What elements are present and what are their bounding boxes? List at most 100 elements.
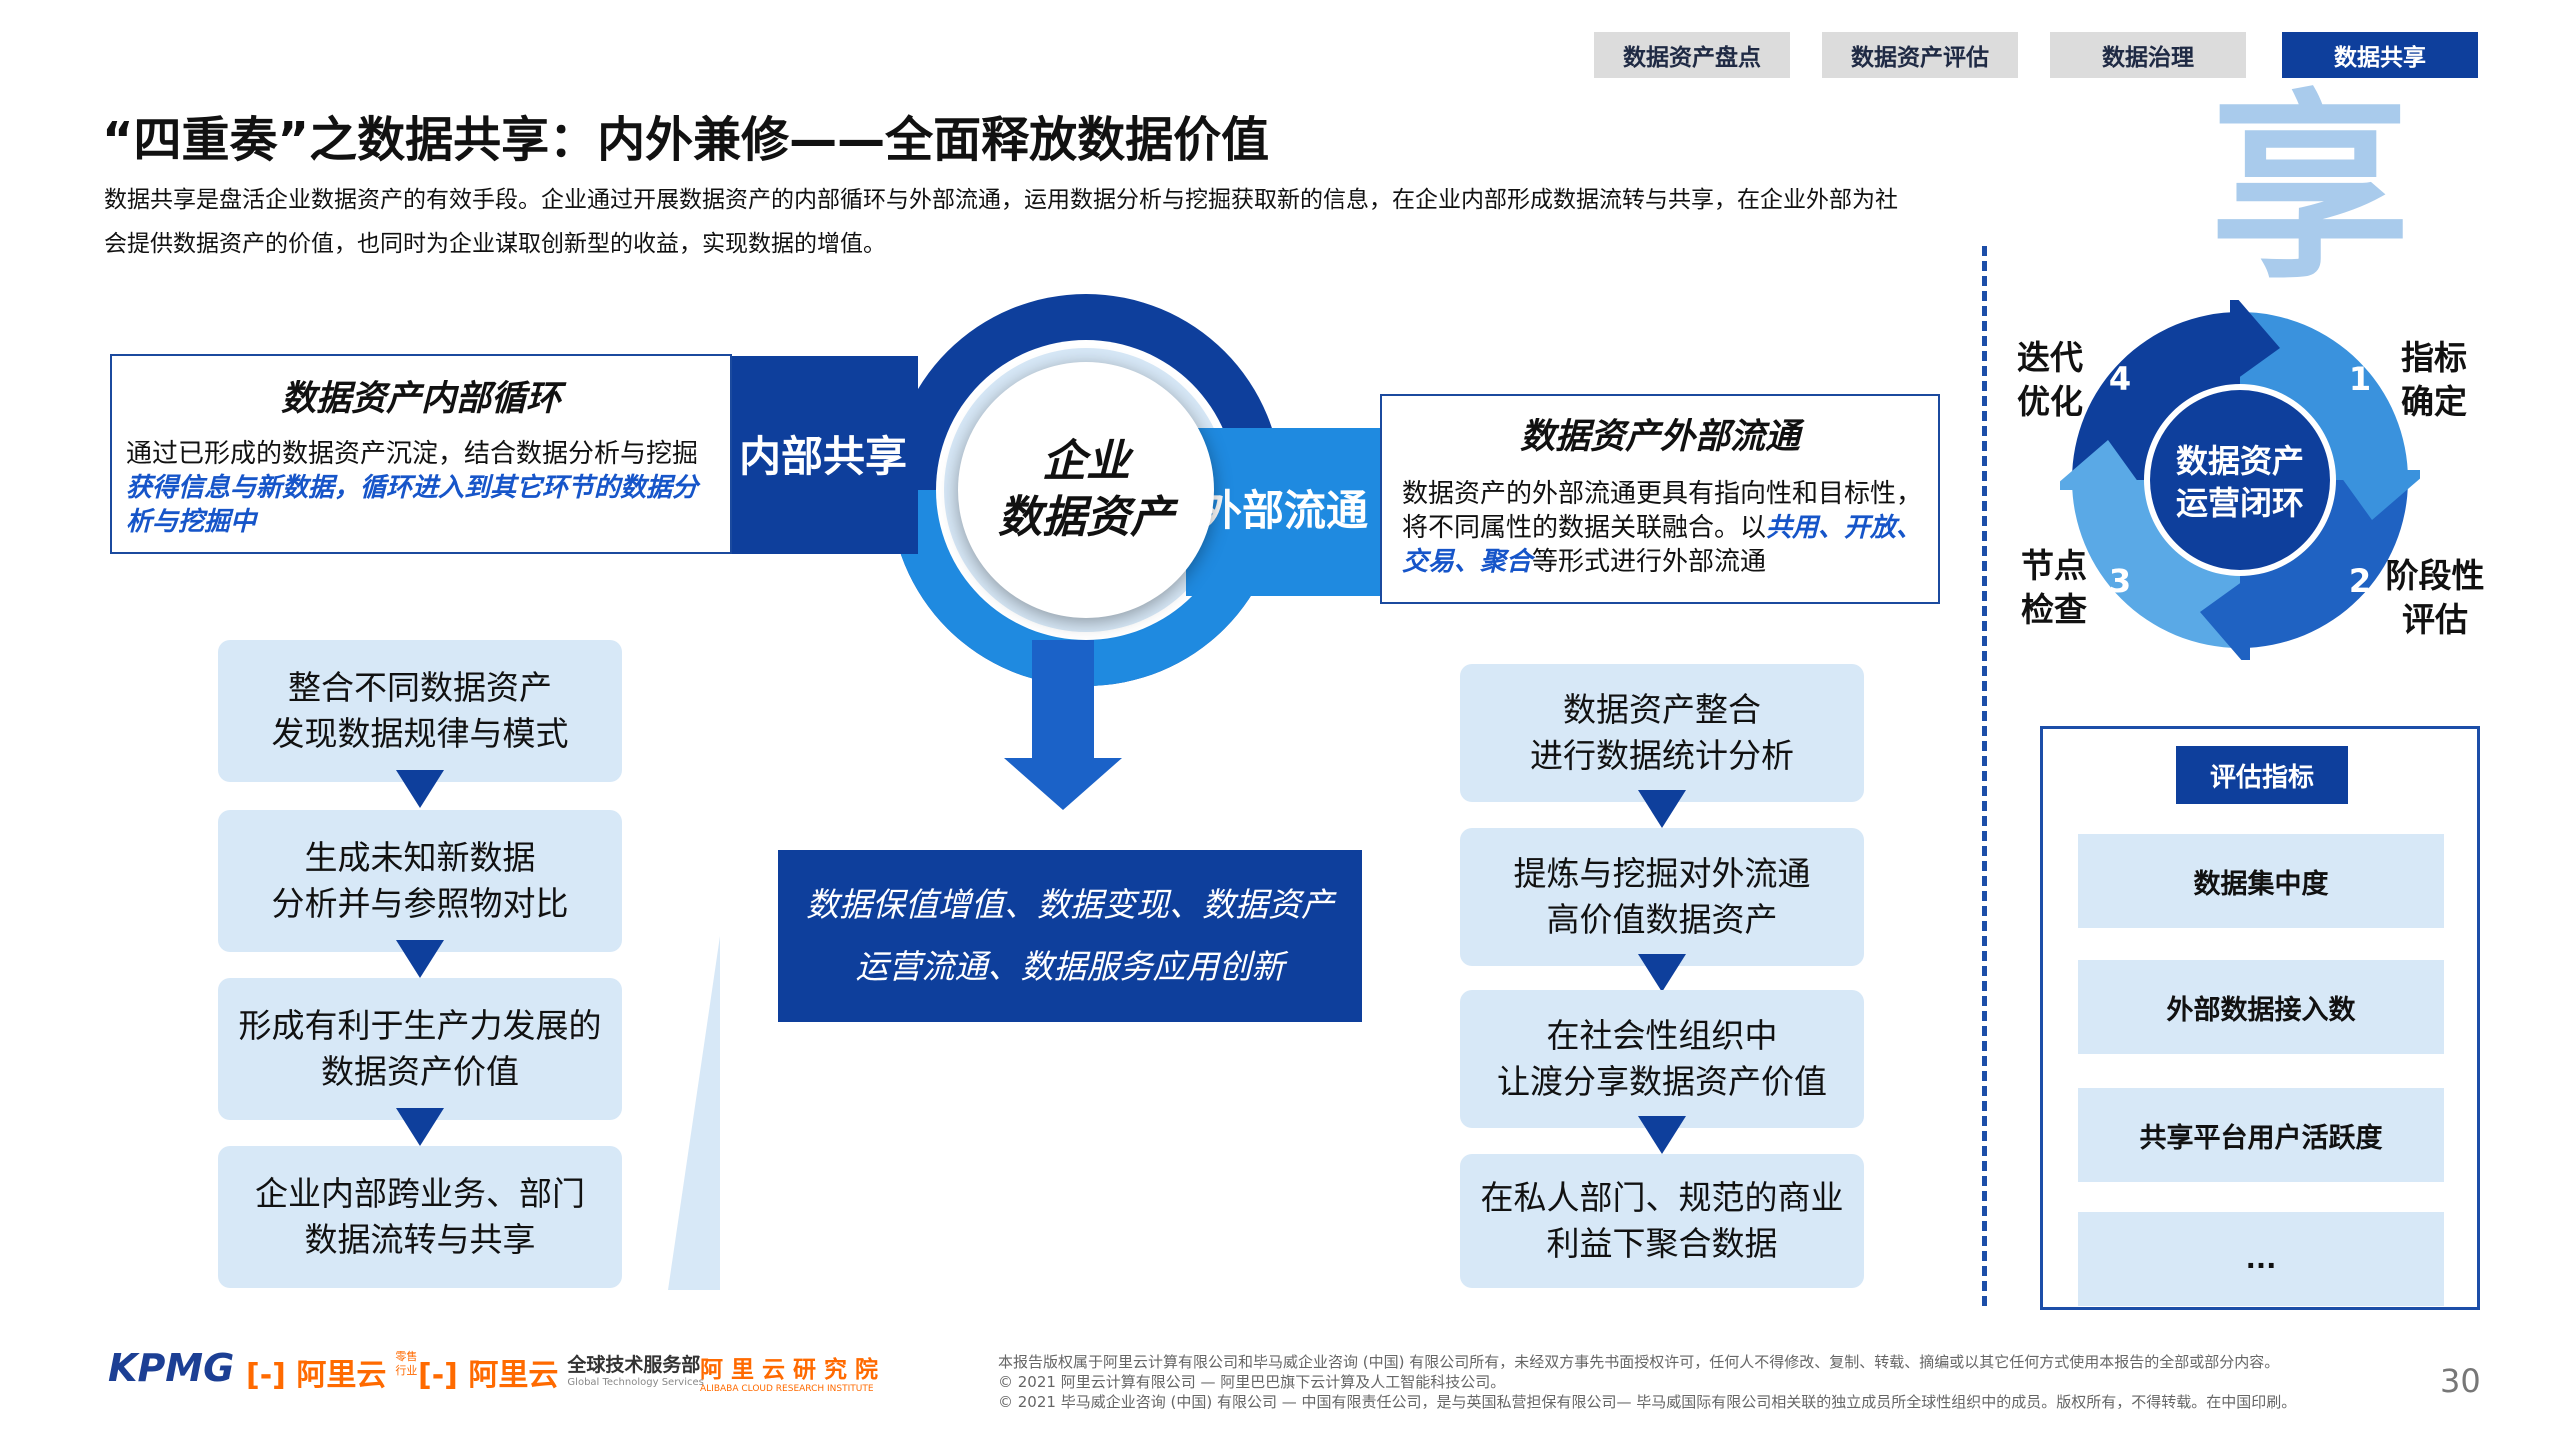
aliyun-research-logo-en: ALIBABA CLOUD RESEARCH INSTITUTE — [700, 1384, 874, 1394]
evaluation-item-3: 共享平台用户活跃度 — [2078, 1088, 2444, 1182]
cycle-label-4: 迭代 优化 — [2002, 336, 2098, 424]
cycle-number-4: 4 — [2109, 360, 2131, 398]
left-step-1-line-1: 整合不同数据资产 — [288, 668, 552, 707]
cycle-label-1: 指标 确定 — [2386, 336, 2482, 424]
outcome-box: 数据保值增值、数据变现、数据资产 运营流通、数据服务应用创新 — [778, 850, 1362, 1022]
left-step-4-line-2: 数据流转与共享 — [304, 1220, 536, 1259]
cycle-label-4-line-2: 优化 — [2017, 382, 2083, 421]
external-box-text: 数据资产的外部流通更具有指向性和目标性，将不同属性的数据关联融合。以共用、开放、… — [1382, 459, 1938, 579]
aliyun-retail-logo: [-] 阿里云 零售行业 — [246, 1350, 417, 1394]
right-arrow-1 — [1638, 790, 1686, 828]
down-arrow-head — [1004, 758, 1122, 810]
left-step-4: 企业内部跨业务、部门 数据流转与共享 — [218, 1146, 622, 1288]
tab-data-asset-inventory[interactable]: 数据资产盘点 — [1594, 32, 1790, 78]
center-line-1: 企业 — [1042, 436, 1130, 487]
external-text-tail: 等形式进行外部流通 — [1532, 547, 1767, 577]
internal-box-title: 数据资产内部循环 — [280, 379, 561, 419]
aliyun-gts-logo: [-] 阿里云 全球技术服务部 Global Technology Servic… — [418, 1350, 704, 1394]
intro-paragraph: 数据共享是盘活企业数据资产的有效手段。企业通过开展数据资产的内部循环与外部流通，… — [104, 187, 1898, 257]
left-bracket — [668, 936, 720, 1290]
external-band — [1186, 428, 1382, 596]
cycle-segment-4 — [2072, 312, 2240, 480]
external-circulation-label: 外部流通 — [1199, 485, 1368, 535]
tab-data-asset-evaluation[interactable]: 数据资产评估 — [1822, 32, 2018, 78]
left-step-4-line-1: 企业内部跨业务、部门 — [255, 1174, 585, 1213]
cycle-label-1-line-1: 指标 — [2401, 338, 2467, 377]
vertical-divider — [1982, 246, 1987, 1306]
left-arrow-2 — [396, 940, 444, 978]
cycle-arrow-tip-3 — [2060, 440, 2144, 490]
cycle-number-2: 2 — [2349, 562, 2371, 600]
right-step-3-line-2: 让渡分享数据资产价值 — [1497, 1062, 1827, 1101]
cycle-label-3-line-2: 检查 — [2021, 590, 2087, 629]
cycle-arrow-tip-2 — [2200, 576, 2250, 660]
aliyun-retail-logo-text: [-] 阿里云 — [246, 1358, 387, 1393]
right-step-4-line-1: 在私人部门、规范的商业 — [1480, 1178, 1844, 1217]
external-box-title: 数据资产外部流通 — [1519, 417, 1800, 457]
center-line-2: 数据资产 — [998, 492, 1174, 543]
cycle-label-3-line-1: 节点 — [2021, 546, 2087, 585]
cycle-center — [2150, 390, 2330, 570]
internal-band — [728, 356, 918, 554]
right-step-2-line-2: 高价值数据资产 — [1546, 900, 1778, 939]
right-step-4-line-2: 利益下聚合数据 — [1546, 1224, 1778, 1263]
cycle-segment-3 — [2072, 480, 2240, 648]
left-step-1: 整合不同数据资产 发现数据规律与模式 — [218, 640, 622, 782]
cycle-label-3: 节点 检查 — [2006, 544, 2102, 632]
down-arrow-shaft — [1032, 640, 1094, 760]
right-arrow-2 — [1638, 954, 1686, 992]
cycle-label-2-line-1: 阶段性 — [2385, 556, 2485, 595]
internal-circulation-box: 数据资产内部循环 通过已形成的数据资产沉淀，结合数据分析与挖掘获得信息与新数据，… — [110, 354, 732, 554]
internal-box-text: 通过已形成的数据资产沉淀，结合数据分析与挖掘获得信息与新数据，循环进入到其它环节… — [112, 421, 730, 539]
internal-share-label: 内部共享 — [738, 431, 907, 481]
right-arrow-3 — [1638, 1116, 1686, 1154]
footer-line-2: © 2021 阿里云计算有限公司 — 阿里巴巴旗下云计算及人工智能科技公司。 — [998, 1373, 1506, 1391]
left-step-2-line-2: 分析并与参照物对比 — [271, 884, 569, 923]
aliyun-gts-logo-sub: 全球技术服务部 Global Technology Services — [567, 1354, 704, 1388]
cycle-arrow-tip-4 — [2230, 300, 2280, 384]
footer-line-1: 本报告版权属于阿里云计算有限公司和毕马威企业咨询 (中国) 有限公司所有，未经双… — [998, 1353, 2280, 1371]
right-step-1: 数据资产整合 进行数据统计分析 — [1460, 664, 1864, 802]
aliyun-research-logo-text: 阿 里 云 研 究 院 — [700, 1357, 879, 1383]
right-step-4: 在私人部门、规范的商业 利益下聚合数据 — [1460, 1154, 1864, 1288]
right-step-2: 提炼与挖掘对外流通 高价值数据资产 — [1460, 828, 1864, 966]
page-number: 30 — [2440, 1362, 2481, 1400]
right-step-1-line-1: 数据资产整合 — [1563, 690, 1761, 729]
evaluation-item-1: 数据集中度 — [2078, 834, 2444, 928]
cycle-arrow-tip-1 — [2336, 470, 2420, 520]
tab-data-sharing[interactable]: 数据共享 — [2282, 32, 2478, 78]
cycle-number-1: 1 — [2349, 360, 2371, 398]
internal-text-emphasis: 获得信息与新数据，循环进入到其它环节的数据分析与挖掘中 — [126, 473, 699, 537]
external-circulation-box: 数据资产外部流通 数据资产的外部流通更具有指向性和目标性，将不同属性的数据关联融… — [1380, 394, 1940, 604]
evaluation-heading: 评估指标 — [2176, 746, 2348, 804]
kpmg-logo: KPMG — [108, 1346, 235, 1390]
internal-text-plain: 通过已形成的数据资产沉淀，结合数据分析与挖掘 — [126, 439, 699, 469]
right-step-3-line-1: 在社会性组织中 — [1546, 1016, 1778, 1055]
cycle-label-2: 阶段性 评估 — [2370, 554, 2500, 642]
cycle-segment-1 — [2240, 312, 2408, 480]
cycle-label-2-line-2: 评估 — [2402, 600, 2468, 639]
decorative-big-character: 享 — [2210, 73, 2411, 306]
right-step-2-line-1: 提炼与挖掘对外流通 — [1513, 854, 1811, 893]
external-text-plain: 数据资产的外部流通更具有指向性和目标性，将不同属性的数据关联融合。以 — [1402, 479, 1923, 543]
left-step-3: 形成有利于生产力发展的 数据资产价值 — [218, 978, 622, 1120]
aliyun-research-logo: 阿 里 云 研 究 院 ALIBABA CLOUD RESEARCH INSTI… — [700, 1350, 878, 1394]
evaluation-item-4: ... — [2078, 1212, 2444, 1306]
outcome-line-1: 数据保值增值、数据变现、数据资产 — [806, 885, 1334, 924]
footer-line-3: © 2021 毕马威企业咨询 (中国) 有限公司 — 中国有限责任公司，是与英国… — [998, 1393, 2297, 1411]
outcome-line-2: 运营流通、数据服务应用创新 — [855, 947, 1285, 986]
right-step-1-line-2: 进行数据统计分析 — [1530, 736, 1794, 775]
center-circle: 企业 数据资产 — [958, 362, 1214, 618]
operation-cycle-diagram: 数据资产 运营闭环 1 2 3 4 — [2060, 300, 2420, 660]
footer-copyright: 本报告版权属于阿里云计算有限公司和毕马威企业咨询 (中国) 有限公司所有，未经双… — [998, 1352, 2438, 1412]
cycle-label-4-line-1: 迭代 — [2017, 338, 2083, 377]
left-step-3-line-1: 形成有利于生产力发展的 — [238, 1006, 602, 1045]
page-title: “四重奏”之数据共享：内外兼修——全面释放数据价值 — [102, 112, 1270, 168]
cycle-center-line-2: 运营闭环 — [2176, 484, 2304, 522]
tab-data-governance[interactable]: 数据治理 — [2050, 32, 2246, 78]
external-text-emphasis: 共用、开放、交易、聚合 — [1402, 513, 1923, 577]
cycle-center-line-1: 数据资产 — [2176, 442, 2304, 480]
right-step-3: 在社会性组织中 让渡分享数据资产价值 — [1460, 990, 1864, 1128]
evaluation-item-2: 外部数据接入数 — [2078, 960, 2444, 1054]
cycle-number-3: 3 — [2109, 562, 2131, 600]
